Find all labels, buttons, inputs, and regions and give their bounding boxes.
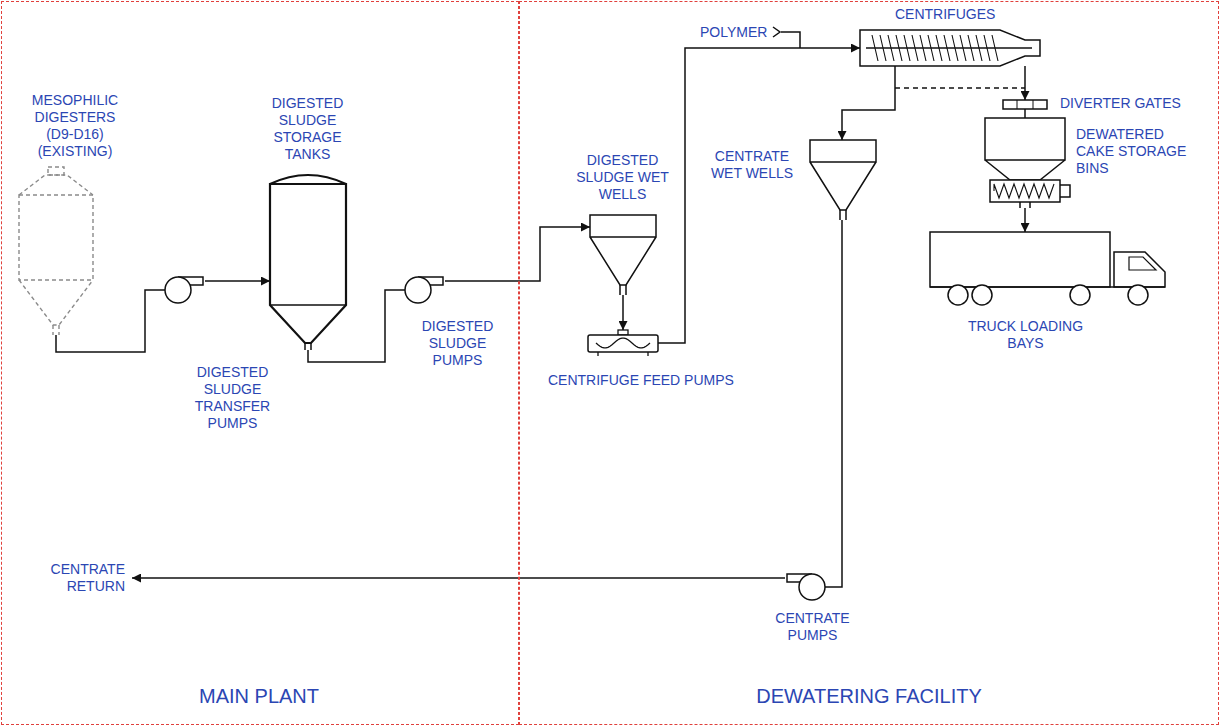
- truck-trailer: [930, 232, 1110, 287]
- diverter-gate: DIVERTER GATES: [1003, 100, 1047, 109]
- label-holder: POLYMER: [700, 24, 772, 41]
- bypass-dashed-line: [895, 87, 1025, 89]
- screw-conveyor-box: [990, 180, 1060, 202]
- outlet-label: CENTRATE RETURN: [30, 561, 125, 595]
- equipment-label: DIGESTED SLUDGE PUMPS: [410, 318, 505, 369]
- truck-cab: [1114, 252, 1165, 287]
- equipment-label: MESOPHILIC DIGESTERS (D9-D16) (EXISTING): [20, 92, 130, 160]
- wet-well-symbol: [810, 140, 874, 220]
- pump-casing: [165, 277, 191, 303]
- equipment-label: DEWATERED CAKE STORAGE BINS: [1076, 126, 1201, 177]
- digester-tank: MESOPHILIC DIGESTERS (D9-D16) (EXISTING): [15, 165, 97, 335]
- digester-cupola: [48, 167, 64, 175]
- equipment-label: DIVERTER GATES: [1060, 95, 1210, 112]
- pipe-connector: [205, 280, 270, 282]
- equipment-label: TRUCK LOADING BAYS: [958, 318, 1093, 352]
- equipment-label: DIGESTED SLUDGE TRANSFER PUMPS: [185, 364, 280, 432]
- input-label: POLYMER: [700, 24, 772, 41]
- polymer-line: [781, 32, 800, 48]
- polymer-chevron: [773, 27, 780, 37]
- pump-casing: [405, 277, 431, 303]
- wet-well: DIGESTED SLUDGE WET WELLS: [590, 215, 656, 295]
- centrifuge-scroll: [872, 35, 998, 61]
- centrifugal-pump-symbol: [405, 270, 445, 303]
- equipment-label: CENTRATE WET WELLS: [702, 148, 802, 182]
- equipment-label: CENTRIFUGES: [895, 6, 1055, 23]
- storage-tank-symbol: [270, 170, 346, 350]
- wet-well-symbol: [590, 215, 656, 295]
- gate-blades: [1017, 100, 1033, 109]
- tank-dome: [270, 175, 346, 184]
- centrifugal-pump: DIGESTED SLUDGE PUMPS: [405, 270, 445, 303]
- truck-wheel: [1070, 285, 1090, 305]
- wet-well-hopper: [810, 140, 876, 210]
- edge-group: [56, 48, 1025, 587]
- digester-body: [19, 195, 93, 280]
- pipe-connector: [842, 66, 895, 140]
- layout-lines: [132, 27, 1025, 578]
- cake-bin: [985, 118, 1065, 180]
- centrifugal-pump-symbol: [785, 565, 825, 600]
- cake-bin-symbol: [980, 118, 1070, 208]
- pipe-connector: [445, 227, 590, 281]
- pipe-connector: [56, 290, 165, 352]
- equipment-label: CENTRIFUGE FEED PUMPS: [548, 372, 778, 389]
- digester-tank-symbol: [15, 165, 97, 335]
- centrifugal-pump: DIGESTED SLUDGE TRANSFER PUMPS: [165, 270, 205, 303]
- equipment-label: DIGESTED SLUDGE STORAGE TANKS: [260, 95, 355, 163]
- storage-tank: DIGESTED SLUDGE STORAGE TANKS: [270, 170, 346, 350]
- digester-roof: [19, 175, 93, 195]
- digester-outlet: [53, 325, 59, 335]
- centrifuge: CENTRIFUGES: [860, 30, 1040, 66]
- region-title: MAIN PLANT: [0, 684, 518, 708]
- digester-cone: [19, 280, 93, 325]
- diverter-gate: [1003, 100, 1047, 109]
- feed-pump-symbol: [588, 330, 658, 356]
- region-title: DEWATERING FACILITY: [519, 684, 1219, 708]
- centrifugal-pump: CENTRATE PUMPS: [785, 565, 825, 600]
- cake-bin: DEWATERED CAKE STORAGE BINS: [980, 118, 1070, 208]
- truck-wheel: [1128, 285, 1148, 305]
- centrifuge-bowl: [860, 30, 1040, 66]
- diverter-gate-symbol: [1003, 100, 1047, 109]
- cab-window: [1129, 257, 1156, 270]
- tank-cone-line: [270, 305, 346, 350]
- progressive-cavity-pump: [588, 335, 658, 352]
- truck-wheel: [972, 285, 992, 305]
- feed-pump: CENTRIFUGE FEED PUMPS: [588, 330, 658, 356]
- wet-well: CENTRATE WET WELLS: [810, 140, 874, 220]
- pipe-connector: [825, 220, 842, 587]
- pump-casing: [799, 574, 825, 600]
- label-holder: CENTRATE RETURN: [30, 561, 125, 595]
- pump-feet: [598, 352, 648, 356]
- centrifugal-pump-symbol: [165, 270, 205, 303]
- pipe-connector: [1024, 109, 1026, 118]
- pipe-connector: [622, 295, 624, 330]
- pipe-connector: [1024, 66, 1026, 100]
- region-band: MAIN PLANT MESOPHILIC DIGESTERS (D9-D16) …: [1, 1, 519, 725]
- wet-well-outlet: [620, 285, 626, 295]
- centrifuge-symbol: [860, 30, 1040, 66]
- screw-flights: [994, 184, 1054, 198]
- wet-well-outlet: [840, 210, 846, 220]
- truck: TRUCK LOADING BAYS: [930, 232, 1170, 307]
- tank-shell: [270, 184, 346, 343]
- conveyor-outlet: [1020, 185, 1070, 208]
- truck-symbol: [930, 232, 1170, 307]
- pipe-connector: [658, 48, 860, 343]
- pump-rotor: [596, 338, 650, 348]
- wet-well-hopper: [590, 215, 656, 285]
- truck-wheel: [948, 285, 968, 305]
- equipment-label: CENTRATE PUMPS: [765, 610, 860, 644]
- centrate-return-line: [132, 577, 785, 579]
- region-band: DEWATERING FACILITY DIGESTED SLUDGE WET W…: [519, 1, 1219, 725]
- equipment-label: DIGESTED SLUDGE WET WELLS: [575, 152, 670, 203]
- pipe-connector: [1024, 208, 1026, 232]
